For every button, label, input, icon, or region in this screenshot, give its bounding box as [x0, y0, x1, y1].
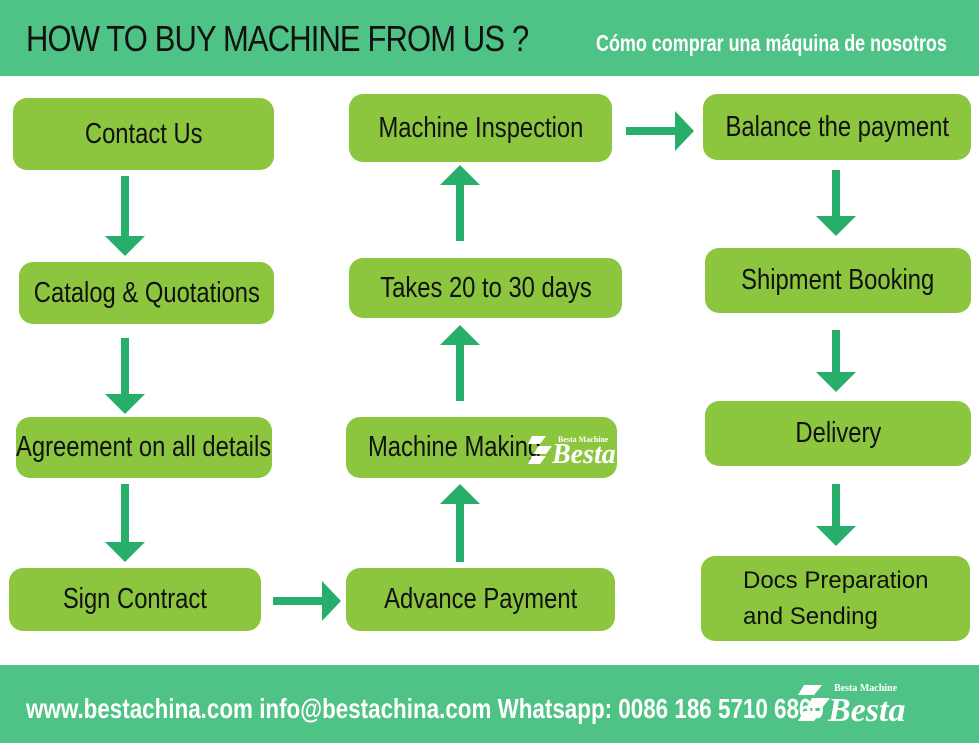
- step-label: Advance Payment: [383, 583, 577, 615]
- logo-small-text: Besta Machine: [834, 683, 898, 694]
- arrow-up-2: [440, 325, 480, 401]
- page-title: HOW TO BUY MACHINE FROM US ?: [26, 18, 529, 59]
- step-agreement: Agreement on all details: [16, 417, 272, 478]
- step-takes-days: Takes 20 to 30 days: [349, 258, 622, 318]
- step-contact-us: Contact Us: [13, 98, 274, 170]
- step-catalog-quotations: Catalog & Quotations: [19, 262, 274, 324]
- step-label-line2: and Sending: [743, 602, 878, 630]
- header-band: HOW TO BUY MACHINE FROM US ? Cómo compra…: [0, 0, 979, 76]
- arrow-down-6: [816, 484, 856, 546]
- step-label: Machine Making: [368, 431, 542, 463]
- step-delivery: Delivery: [705, 401, 971, 466]
- arrow-down-5: [816, 330, 856, 392]
- arrow-down-4: [816, 170, 856, 236]
- besta-logo: Besta Machine Besta: [528, 435, 616, 466]
- step-label: Agreement on all details: [16, 431, 272, 463]
- arrow-right-2: [626, 111, 694, 151]
- step-machine-inspection: Machine Inspection: [349, 94, 612, 162]
- step-label: Delivery: [795, 417, 881, 449]
- step-label-line1: Docs Preparation: [743, 566, 929, 594]
- step-label: Sign Contract: [62, 583, 208, 615]
- logo-big-text: Besta: [551, 439, 616, 466]
- footer-band: www.bestachina.com info@bestachina.com W…: [0, 665, 979, 743]
- arrow-down-2: [105, 338, 145, 414]
- step-advance-payment: Advance Payment: [346, 568, 615, 631]
- step-shipment-booking: Shipment Booking: [705, 248, 971, 313]
- step-docs-preparation: Docs Preparation and Sending: [701, 556, 970, 641]
- step-machine-making: Machine Making: [346, 417, 617, 478]
- step-label: Contact Us: [84, 117, 203, 150]
- step-label: Shipment Booking: [741, 264, 935, 296]
- step-sign-contract: Sign Contract: [9, 568, 261, 631]
- step-label: Balance the payment: [725, 110, 949, 143]
- step-label: Docs Preparation and Sending: [743, 563, 928, 635]
- step-label: Machine Inspection: [378, 111, 583, 144]
- arrow-down-3: [105, 484, 145, 562]
- arrow-down-1: [105, 176, 145, 256]
- logo-big-text: Besta: [827, 692, 905, 727]
- arrow-up-3: [440, 165, 480, 241]
- arrow-up-1: [440, 484, 480, 562]
- step-balance-payment: Balance the payment: [703, 94, 971, 160]
- footer-contact: www.bestachina.com info@bestachina.com W…: [26, 693, 824, 724]
- logo-small-text: Besta Machine: [558, 435, 609, 444]
- page-subtitle: Cómo comprar una máquina de nosotros: [596, 30, 947, 56]
- step-label: Catalog & Quotations: [33, 276, 260, 309]
- arrow-right-1: [273, 581, 341, 621]
- besta-logo-footer: Besta Machine Besta: [798, 683, 905, 727]
- step-label: Takes 20 to 30 days: [379, 271, 592, 304]
